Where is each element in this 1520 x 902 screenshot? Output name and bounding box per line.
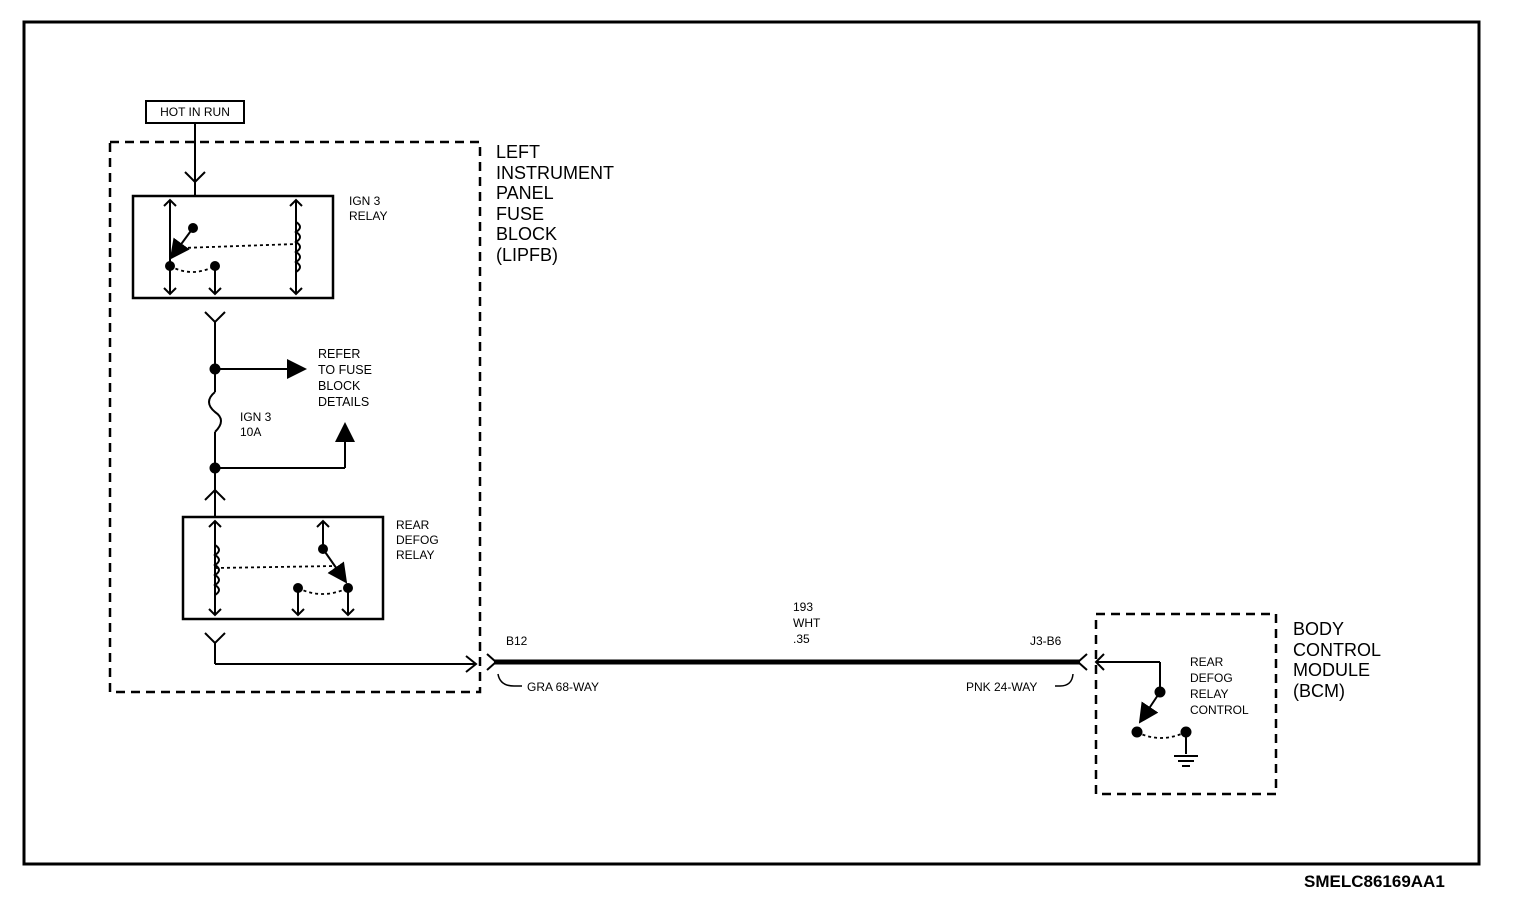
figure-code: SMELC86169AA1 <box>1304 872 1445 891</box>
outer-frame <box>22 20 1481 866</box>
fuse-block-boundary <box>108 140 482 694</box>
wire-circuit-label: 193 <box>793 600 814 614</box>
right-connector-label: PNK 24-WAY <box>966 680 1038 694</box>
fuse-path <box>204 311 355 517</box>
bcm-circuit <box>1094 653 1198 767</box>
left-connector-label: GRA 68-WAY <box>527 680 600 694</box>
bcm-label: BODY CONTROL MODULE (BCM) <box>1293 619 1382 701</box>
relay-output-wire <box>204 632 478 673</box>
hot-in-run-feed <box>184 124 206 196</box>
rear-defog-relay <box>181 515 385 621</box>
refer-label: REFER TO FUSE BLOCK DETAILS <box>318 347 372 409</box>
rear-defog-relay-label: REAR DEFOG RELAY <box>396 518 439 562</box>
bcm-boundary <box>1094 612 1278 796</box>
wire-gauge-label: .35 <box>793 632 810 646</box>
fuse-label: IGN 3 10A <box>240 410 272 439</box>
hot-in-run-label: HOT IN RUN <box>145 100 245 124</box>
right-pin-label: J3-B6 <box>1030 634 1062 648</box>
bcm-control-label: REAR DEFOG RELAY CONTROL <box>1190 655 1249 717</box>
wire-color-label: WHT <box>793 616 821 630</box>
harness-wire <box>486 653 1088 687</box>
ign3-relay <box>131 194 335 300</box>
ign3-relay-label: IGN 3 RELAY <box>349 194 388 223</box>
fuse-block-label: LEFT INSTRUMENT PANEL FUSE BLOCK (LIPFB) <box>496 142 614 265</box>
left-pin-label: B12 <box>506 634 528 648</box>
